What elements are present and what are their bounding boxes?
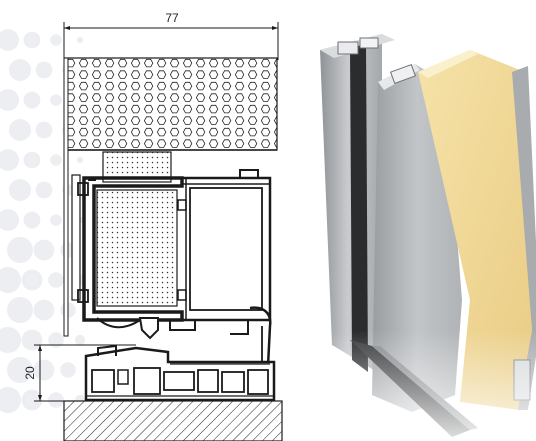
decorative-dot xyxy=(48,272,64,288)
frame-profile xyxy=(77,169,272,367)
rebate-gasket xyxy=(350,44,368,372)
sill-height-label: 20 xyxy=(23,366,37,380)
decorative-dot xyxy=(23,91,41,109)
perforated-panel xyxy=(64,57,278,151)
decorative-dot xyxy=(23,211,41,229)
decorative-dot xyxy=(0,327,21,353)
floor-hatching xyxy=(63,400,283,441)
decorative-dot xyxy=(9,59,31,81)
decorative-dot xyxy=(35,121,53,139)
decorative-dot xyxy=(9,119,31,141)
decorative-dot xyxy=(0,209,19,231)
decorative-dot xyxy=(0,29,19,51)
decorative-dot xyxy=(21,389,43,411)
decorative-dot xyxy=(7,297,33,323)
decorative-dot xyxy=(33,359,55,381)
decorative-dot xyxy=(21,269,43,291)
decorative-dot xyxy=(74,334,86,346)
decorative-dot xyxy=(76,156,84,164)
decorative-dot xyxy=(0,387,21,413)
decorative-dot xyxy=(33,299,55,321)
foam-insulation xyxy=(418,50,532,410)
width-dimension: 77 xyxy=(63,11,279,60)
decorative-dot xyxy=(50,94,62,106)
decorative-dot xyxy=(48,332,64,348)
threshold-profile xyxy=(84,344,276,402)
decorative-dot xyxy=(76,36,84,44)
sill-height-dimension: 20 xyxy=(23,344,136,402)
decorative-dot xyxy=(23,151,41,169)
decorative-dot xyxy=(23,31,41,49)
decorative-dot xyxy=(0,149,19,171)
decorative-dot xyxy=(33,239,55,261)
decorative-dot xyxy=(50,154,62,166)
cross-section-drawing: 77 xyxy=(23,11,283,441)
decorative-dot xyxy=(60,362,76,378)
door-leaf-skin xyxy=(63,57,81,337)
width-dimension-label: 77 xyxy=(165,11,179,25)
decorative-dot xyxy=(9,179,31,201)
decorative-dot xyxy=(7,237,33,263)
decorative-dot xyxy=(35,61,53,79)
door-profile-3d-rendering xyxy=(310,34,536,441)
decorative-dot xyxy=(0,89,19,111)
decorative-dot xyxy=(48,392,64,408)
decorative-dot xyxy=(50,214,62,226)
decorative-dot xyxy=(7,357,33,383)
insulation-core xyxy=(96,151,178,307)
decorative-dot xyxy=(50,34,62,46)
decorative-dot xyxy=(35,181,53,199)
decorative-dot xyxy=(0,267,21,293)
